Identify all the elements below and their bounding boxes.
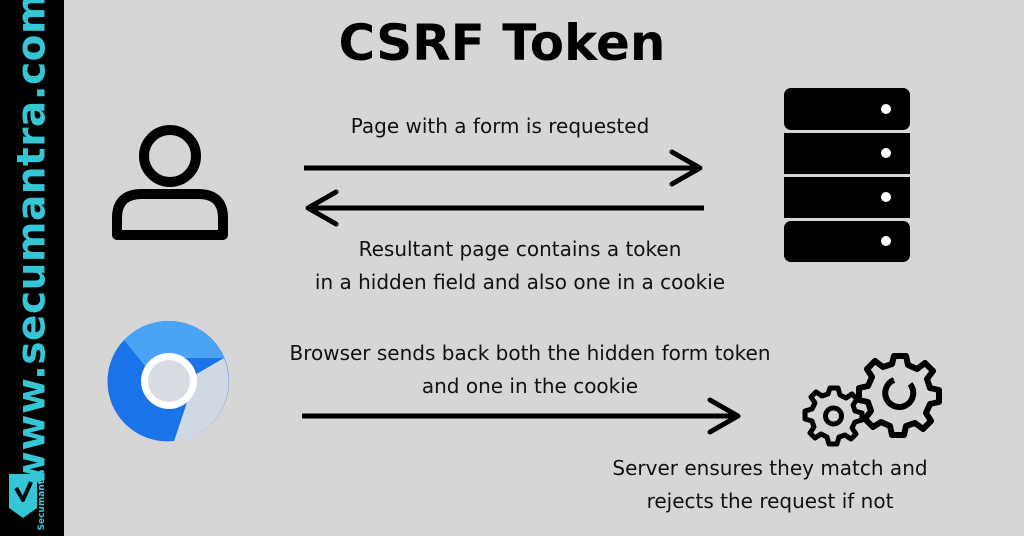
response-label: Resultant page contains a token in a hid… (280, 233, 760, 299)
submit-arrow (302, 397, 741, 435)
gears-icon (802, 353, 942, 447)
secumantra-logo-icon (9, 474, 37, 518)
browser-label-line1: Browser sends back both the hidden form … (289, 341, 771, 365)
browser-label: Browser sends back both the hidden form … (250, 337, 810, 403)
sidebar: www.secumantra.com Secumantra (0, 0, 64, 536)
diagram-title: CSRF Token (338, 14, 666, 72)
server-label-line2: rejects the request if not (646, 489, 894, 513)
chrome-browser-icon (107, 320, 229, 442)
server-label: Server ensures they match and rejects th… (580, 452, 960, 518)
response-label-line2: in a hidden field and also one in a cook… (314, 270, 726, 294)
response-arrow (305, 189, 704, 227)
server-label-line1: Server ensures they match and (612, 456, 928, 480)
server-rack-icon (784, 88, 910, 262)
request-arrow (304, 149, 703, 187)
site-url-text: www.secumantra.com (9, 0, 55, 488)
browser-label-line2: and one in the cookie (421, 374, 639, 398)
request-label: Page with a form is requested (350, 114, 650, 138)
response-label-line1: Resultant page contains a token (358, 237, 682, 261)
brand-name: Secumantra (37, 469, 47, 531)
user-icon (112, 125, 228, 240)
